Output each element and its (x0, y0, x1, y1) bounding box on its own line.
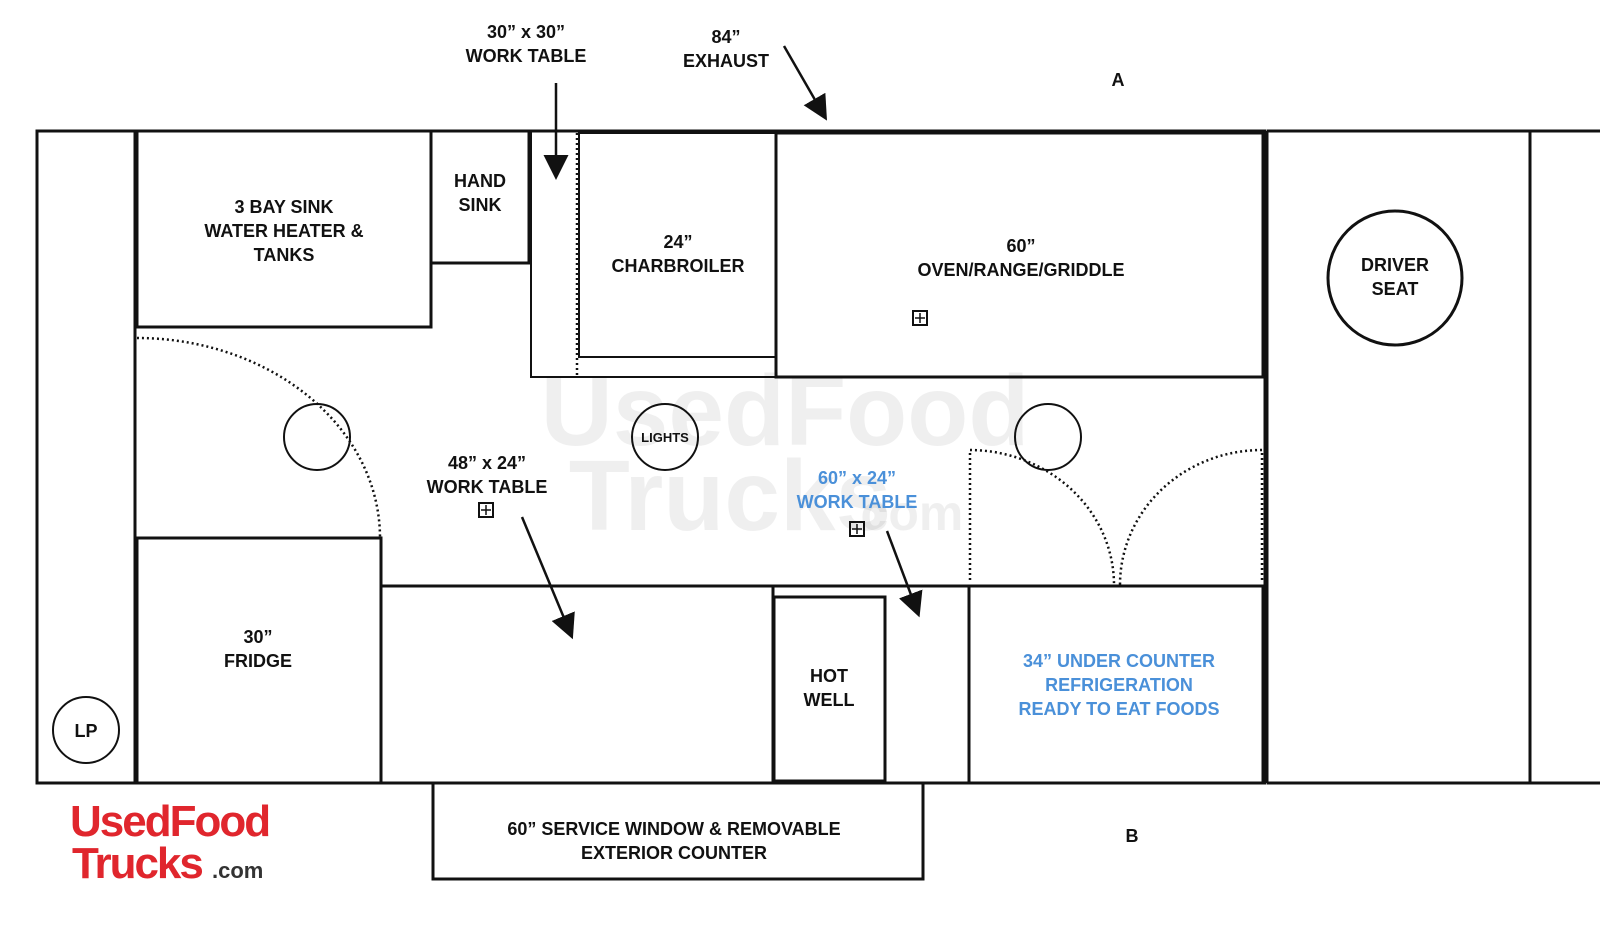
label-hand-sink: HAND SINK (454, 171, 506, 215)
label-line: 48” x 24” (448, 453, 526, 473)
label-fridge: 30” FRIDGE (224, 627, 292, 671)
label-side-a: A (1112, 70, 1125, 90)
lp-compartment (35, 129, 137, 785)
label-refrigeration: 34” UNDER COUNTER REFRIGERATION READY TO E… (1018, 651, 1219, 719)
label-line: SINK (458, 195, 501, 215)
label-work-table-60: 60” x 24” WORK TABLE (797, 468, 918, 512)
usedfoodtrucks-logo: UsedFood Trucks .com (70, 797, 271, 888)
svg-text:UsedFood: UsedFood (70, 797, 269, 846)
label-line: EXHAUST (683, 51, 769, 71)
label-line: WATER HEATER & (204, 221, 363, 241)
work-table-60 (771, 584, 971, 785)
label-exhaust: 84” EXHAUST (683, 27, 769, 71)
label-line: WORK TABLE (797, 492, 918, 512)
arrow-icon (520, 45, 923, 640)
svg-text:.com: .com (847, 485, 964, 541)
label-line: WORK TABLE (427, 477, 548, 497)
label-line: WELL (804, 690, 855, 710)
label-work-table-30: 30” x 30” WORK TABLE (466, 22, 587, 66)
outlet-icon (478, 502, 494, 518)
label-line: CHARBROILER (612, 256, 745, 276)
hot-well (772, 595, 887, 783)
lp-tank (52, 696, 120, 764)
label-line: 3 BAY SINK (234, 197, 333, 217)
cab-area (1265, 129, 1600, 785)
watermark: UsedFood Trucks .com (541, 355, 1030, 552)
svg-text:Trucks: Trucks (569, 440, 891, 552)
label-hot-well: HOT WELL (804, 666, 855, 710)
label-line: 60” (1006, 236, 1035, 256)
service-window[interactable] (431, 781, 925, 881)
label-line: OVEN/RANGE/GRIDDLE (917, 260, 1124, 280)
under-counter-refrigeration (967, 584, 1265, 785)
label-driver-seat: DRIVER SEAT (1361, 255, 1429, 299)
driver-seat (1326, 209, 1464, 347)
label-work-table-48: 48” x 24” WORK TABLE (427, 453, 548, 497)
label-line: 60” x 24” (818, 468, 896, 488)
label-line: FRIDGE (224, 651, 292, 671)
svg-text:UsedFood: UsedFood (541, 355, 1030, 467)
svg-text:.com: .com (212, 858, 263, 883)
label-service-window: 60” SERVICE WINDOW & REMOVABLE EXTERIOR C… (507, 819, 840, 863)
label-line: SEAT (1372, 279, 1419, 299)
label-line: READY TO EAT FOODS (1018, 699, 1219, 719)
label-lights: LIGHTS (641, 430, 689, 445)
lights-fixture (631, 403, 699, 471)
work-table-30 (530, 130, 777, 378)
label-line: REFRIGERATION (1045, 675, 1193, 695)
label-line: 34” UNDER COUNTER (1023, 651, 1215, 671)
label-line: EXTERIOR COUNTER (581, 843, 767, 863)
light-fixture (283, 403, 351, 471)
label-line: 84” (711, 27, 740, 47)
label-line: WORK TABLE (466, 46, 587, 66)
label-line: HAND (454, 171, 506, 191)
light-fixture (1014, 403, 1082, 471)
label-line: 60” SERVICE WINDOW & REMOVABLE (507, 819, 840, 839)
label-three-bay-sink: 3 BAY SINK WATER HEATER & TANKS (204, 197, 363, 265)
label-line: TANKS (254, 245, 315, 265)
label-line: HOT (810, 666, 848, 686)
work-table-48 (379, 584, 775, 785)
label-charbroiler: 24” CHARBROILER (612, 232, 745, 276)
label-side-b: B (1126, 826, 1139, 846)
label-line: 30” x 30” (487, 22, 565, 42)
label-line: 30” (243, 627, 272, 647)
door-swing (136, 336, 382, 539)
label-line: 24” (663, 232, 692, 252)
outlet-icon (849, 521, 865, 537)
door-swing (1118, 448, 1264, 587)
label-lp: LP (74, 721, 97, 741)
svg-text:Trucks: Trucks (72, 839, 202, 888)
outlet-icon (912, 310, 928, 326)
label-oven: 60” OVEN/RANGE/GRIDDLE (917, 236, 1124, 280)
hand-sink (429, 129, 531, 265)
label-line: DRIVER (1361, 255, 1429, 275)
